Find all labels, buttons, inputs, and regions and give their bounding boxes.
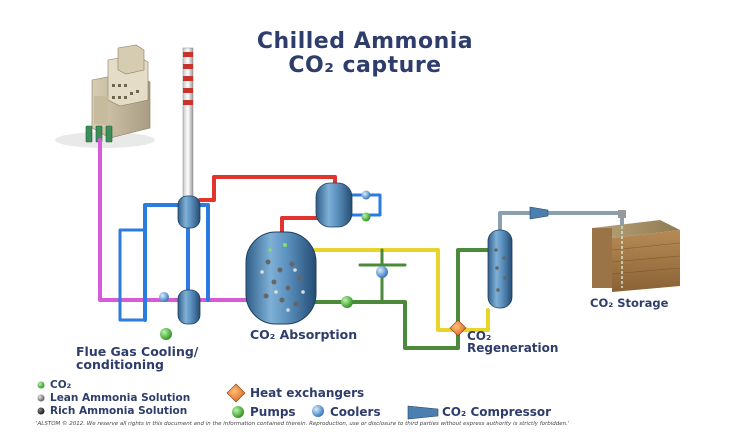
legend-pumps: Pumps [250, 405, 296, 419]
title-line-2: CO₂ capture [288, 53, 442, 78]
legend-coolers: Coolers [330, 405, 381, 419]
pumps [160, 212, 371, 340]
pump-flue [160, 328, 172, 340]
legend-lean-icon [37, 394, 45, 402]
absorber-vessel [245, 231, 317, 325]
co2-storage [592, 210, 681, 292]
cooler-1 [159, 292, 169, 302]
cooling-pipe-left [143, 203, 180, 322]
flue-gas-cooler-bottom [177, 289, 201, 325]
co2-compressor-to-storage [546, 211, 624, 228]
legend-icons [37, 381, 439, 420]
red-pipe-absorber [280, 216, 320, 237]
cooler-2 [376, 266, 388, 278]
label-flue-gas: Flue Gas Cooling/ conditioning [76, 345, 198, 371]
cooler-3 [361, 190, 371, 200]
legend-compressor: CO₂ Compressor [442, 405, 552, 419]
legend-pump-icon [232, 406, 244, 418]
diagram-title: Chilled Ammonia CO₂ capture [205, 30, 525, 78]
copyright-notice: 'ALSTOM © 2012. We reserve all rights in… [36, 421, 570, 427]
legend-co2-icon [37, 381, 45, 389]
pump-wash [361, 212, 371, 222]
legend-heat-exchangers: Heat exchangers [250, 386, 365, 400]
label-storage: CO₂ Storage [590, 296, 669, 310]
label-regeneration-line2: Regeneration [467, 341, 559, 355]
cooling-pipe-bottom [118, 228, 147, 322]
legend-lean: Lean Ammonia Solution [50, 392, 191, 404]
legend-rich: Rich Ammonia Solution [50, 405, 188, 417]
label-regeneration: CO₂ Regeneration [467, 330, 558, 354]
lean-solution-pipe [298, 248, 490, 350]
legend-heat-exchanger-icon [226, 383, 246, 403]
title-line-1: Chilled Ammonia [256, 29, 474, 54]
label-absorption: CO₂ Absorption [250, 327, 358, 342]
co2-compressor [529, 206, 549, 220]
label-regeneration-line1: CO₂ [467, 329, 492, 343]
wash-column [315, 182, 353, 228]
co2-export-pipe [498, 211, 532, 234]
cooling-pipe-right [198, 203, 210, 302]
heat-exchanger [449, 319, 467, 337]
pump-absorber [341, 296, 353, 308]
legend-rich-icon [37, 407, 45, 415]
legend-cooler-icon [312, 405, 324, 417]
coolers [159, 190, 388, 302]
rich-solution-pipe [313, 248, 490, 332]
legend-co2: CO₂ [50, 379, 72, 391]
flue-gas-pipe [98, 138, 180, 302]
power-plant [55, 44, 155, 148]
red-pipe-top [198, 175, 337, 202]
label-flue-gas-line1: Flue Gas Cooling/ [76, 344, 199, 359]
flue-gas-cooler-top [177, 195, 201, 229]
regenerator-column [487, 229, 513, 309]
legend-compressor-icon [407, 405, 439, 420]
label-flue-gas-line2: conditioning [76, 357, 165, 372]
chimney [182, 47, 194, 201]
